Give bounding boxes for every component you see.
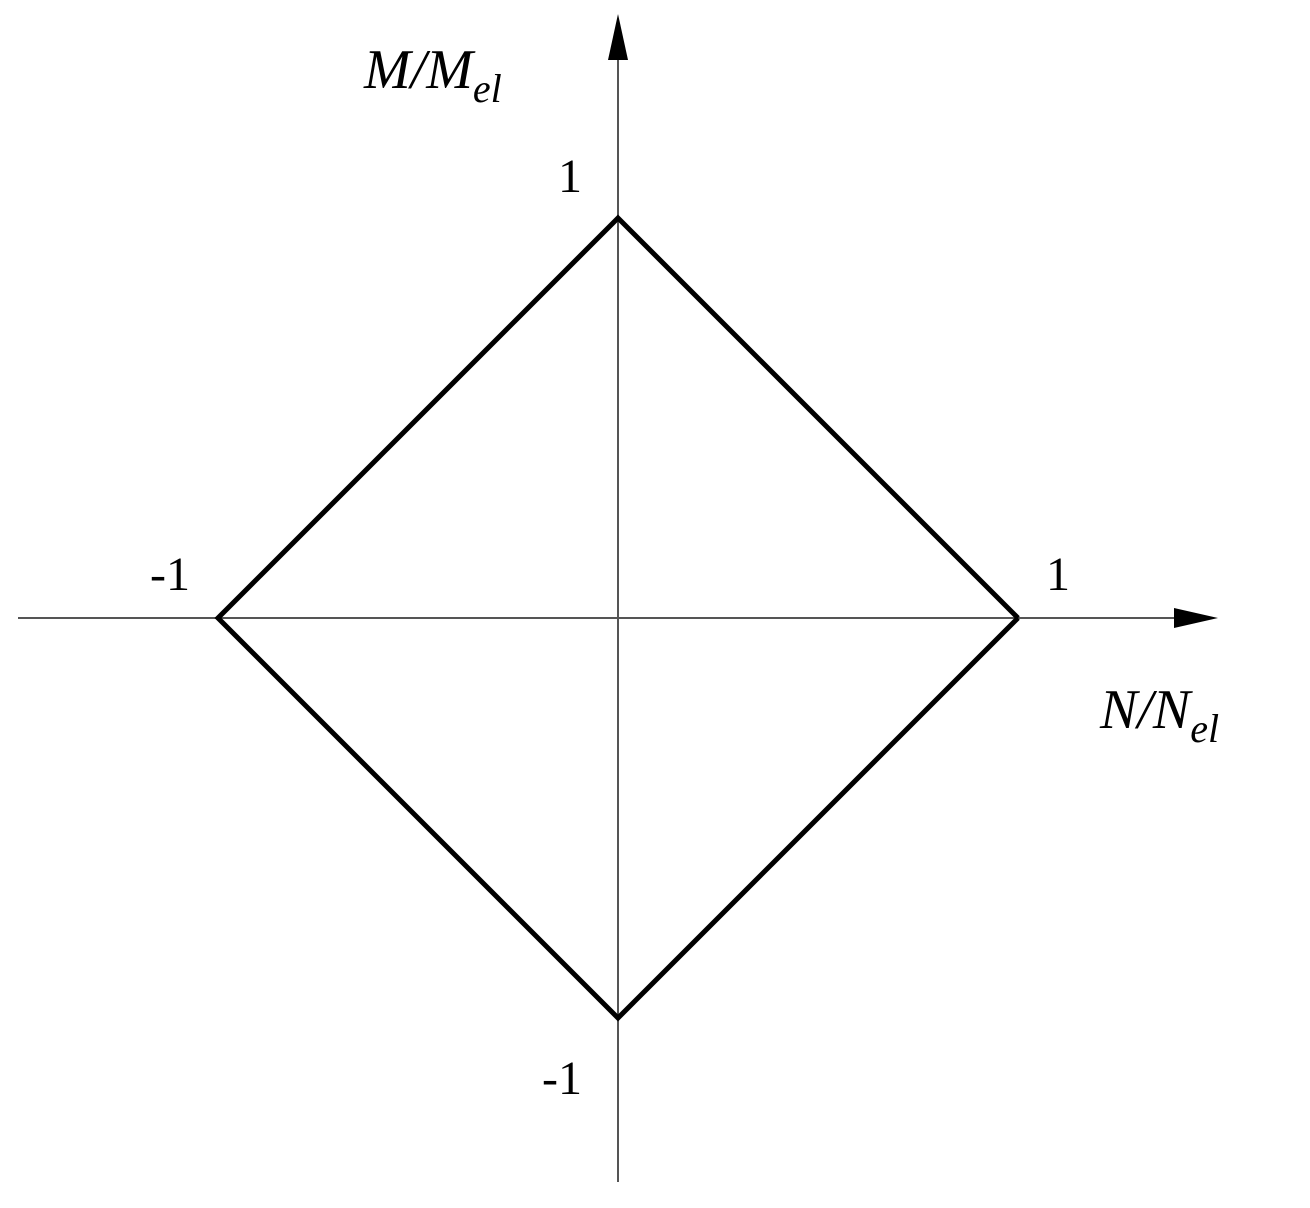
series-group xyxy=(214,214,1020,1022)
x-axis-arrow-icon xyxy=(1174,608,1218,628)
y-axis-title-subscript: el xyxy=(473,66,502,111)
x-axis-title-main: N/N xyxy=(1099,679,1193,741)
x-tick-label-0: -1 xyxy=(150,548,190,601)
x-axis-title: N/Nel xyxy=(1099,679,1219,751)
x-tick-label-1: 1 xyxy=(1046,548,1070,601)
tick-labels: -1 1 1 -1 xyxy=(150,150,1070,1105)
y-tick-label-0: 1 xyxy=(558,150,582,203)
interaction-curve-0 xyxy=(214,214,1020,1022)
x-axis-title-subscript: el xyxy=(1190,706,1219,751)
y-tick-label-1: -1 xyxy=(542,1052,582,1105)
y-axis-title-main: M/M xyxy=(363,39,476,101)
y-axis-title: M/Mel xyxy=(363,39,502,111)
y-axis-arrow-icon xyxy=(608,14,628,60)
